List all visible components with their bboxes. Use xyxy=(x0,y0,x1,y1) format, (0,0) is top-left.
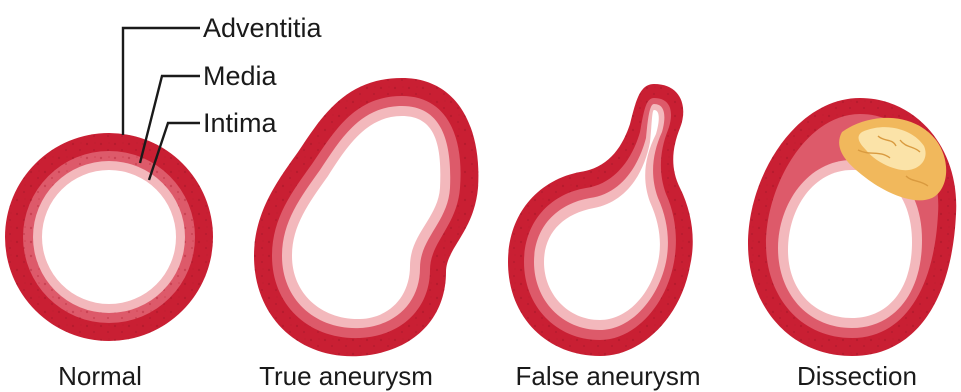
media-label: Media xyxy=(203,61,278,91)
layer-labels: Adventitia Media Intima xyxy=(203,13,323,138)
intima-label: Intima xyxy=(203,108,278,138)
normal-vessel xyxy=(5,133,213,341)
adventitia-label: Adventitia xyxy=(203,13,323,43)
caption-normal: Normal xyxy=(58,361,142,391)
caption-false-aneurysm: False aneurysm xyxy=(516,361,701,391)
captions: Normal True aneurysm False aneurysm Diss… xyxy=(58,361,917,391)
normal-lumen xyxy=(42,170,176,304)
true-aneurysm-vessel xyxy=(254,78,478,356)
caption-true-aneurysm: True aneurysm xyxy=(259,361,433,391)
dissection-vessel xyxy=(748,98,956,356)
false-aneurysm-vessel xyxy=(508,84,693,356)
caption-dissection: Dissection xyxy=(797,361,917,391)
